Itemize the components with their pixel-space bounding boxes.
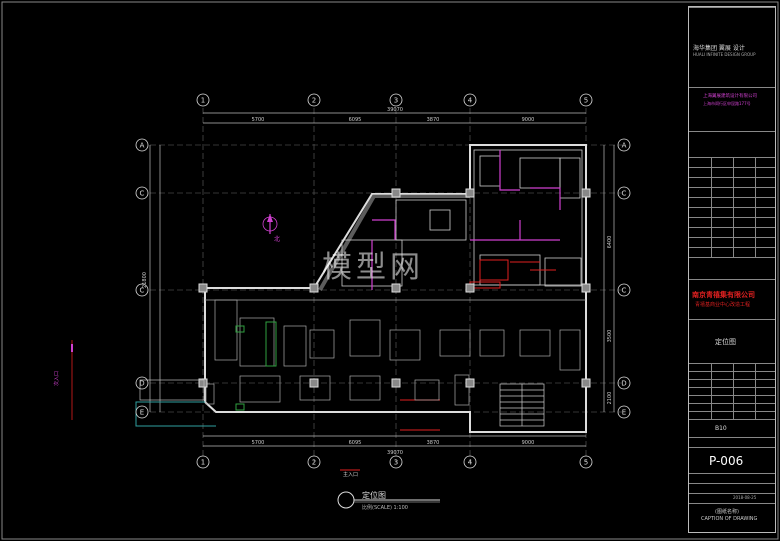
north-arrow: 北	[262, 214, 280, 243]
grid-bubble-right-label: C	[622, 190, 627, 198]
drawing-number: P-006	[709, 454, 744, 468]
svg-text:北: 北	[274, 235, 280, 243]
grid-bubble-left-label: C	[140, 287, 145, 295]
svg-text:5700: 5700	[252, 440, 265, 446]
dining-floor	[205, 299, 586, 406]
grid-bubble-right-label: C	[622, 287, 627, 295]
grid-bubble-bottom-label: 4	[468, 459, 473, 467]
project-name: 青禧基商业中心改造工程	[695, 302, 751, 308]
grid-bubble-top	[579, 93, 593, 107]
grid-bubble-bottom-label: 3	[394, 459, 398, 467]
grid-bubble-right	[617, 283, 631, 297]
grid-bubble-top-label: 3	[394, 97, 398, 105]
grid-bubble-top	[389, 93, 403, 107]
caption-en: CAPTION OF DRAWING	[701, 516, 758, 522]
grid-bubble-right	[617, 376, 631, 390]
client-name: 南京青禧集有限公司	[692, 291, 755, 299]
svg-text:主入口: 主入口	[343, 471, 358, 478]
grid-bubble-top	[463, 93, 477, 107]
grid-bubble-left	[135, 405, 149, 419]
stair	[499, 383, 545, 427]
title-block: 海华集团 翼展 设计 HUALI INFINITE DESIGN GROUP 上…	[688, 6, 776, 533]
grid-bubble-bottom	[196, 455, 210, 469]
entry-marker: 主入口	[340, 469, 360, 478]
grid-bubble-left-label: A	[140, 142, 145, 150]
grid-bubble-bottom	[579, 455, 593, 469]
grid-bubble-left	[135, 186, 149, 200]
grid-bubble-top-label: 1	[201, 97, 205, 105]
svg-text:3870: 3870	[427, 440, 440, 446]
grid-bubble-bottom-label: 5	[584, 459, 588, 467]
sheet-name: 定位图	[715, 338, 736, 346]
grid-bubble-right-label: E	[622, 409, 626, 417]
green-fixtures	[235, 321, 277, 411]
svg-text:3500: 3500	[607, 330, 613, 343]
svg-text:39070: 39070	[387, 450, 403, 456]
drawing-title: 定位图 比例(SCALE) 1:100	[337, 490, 440, 511]
dimension-lines	[149, 112, 615, 447]
svg-text:6095: 6095	[349, 117, 362, 123]
grid-bubbles-top: 1 2 3 4 5	[196, 93, 593, 107]
grid-bubbles-right: A C C D E	[617, 138, 631, 419]
grid-bubble-left	[135, 138, 149, 152]
grid-bubble-right-label: D	[621, 380, 626, 388]
caption-cn: (图纸名称)	[715, 509, 739, 515]
watermark: 模型网	[322, 250, 424, 285]
svg-text:次入口: 次入口	[53, 371, 60, 386]
grid-bubble-left	[135, 376, 149, 390]
address: 上海市闵行区申昆路177号	[703, 101, 751, 106]
branch-name: 上海翼展建筑设计有限公司	[703, 94, 757, 99]
svg-text:9000: 9000	[522, 440, 535, 446]
grid-bubble-bottom	[389, 455, 403, 469]
side-entry-marker: 次入口	[53, 340, 73, 420]
dimension-text: 5700 6095 3870 9000 39070 5700 6095 3870…	[142, 107, 613, 456]
grid-bubble-right-label: A	[622, 142, 627, 150]
columns	[198, 188, 591, 388]
svg-text:5700: 5700	[252, 117, 265, 123]
grid-bubble-bottom	[307, 455, 321, 469]
grid-bubble-left	[135, 283, 149, 297]
grid-bubble-bottom-label: 2	[312, 459, 316, 467]
grid-bubble-bottom	[463, 455, 477, 469]
grid-bubble-right	[617, 186, 631, 200]
grid-bubble-bottom-label: 1	[201, 459, 205, 467]
svg-text:39070: 39070	[387, 107, 403, 113]
partition-walls	[371, 150, 561, 290]
grid-bubble-top-label: 2	[312, 97, 316, 105]
grid-bubble-top-label: 4	[468, 97, 473, 105]
grid-bubble-top-label: 5	[584, 97, 588, 105]
grid-bubble-left-label: E	[140, 409, 144, 417]
revision-date: 2018-08-25	[733, 495, 757, 500]
svg-text:9000: 9000	[522, 117, 535, 123]
firm-name-en: HUALI INFINITE DESIGN GROUP	[693, 52, 756, 57]
grid-bubble-top	[196, 93, 210, 107]
grid-bubble-right	[617, 138, 631, 152]
sheet-code: B10	[715, 425, 727, 432]
svg-text:2100: 2100	[607, 392, 613, 405]
svg-text:定位图: 定位图	[362, 490, 386, 500]
grid-bubble-right	[617, 405, 631, 419]
grid-bubbles-left: A C C D E	[135, 138, 149, 419]
firm-name: 海华集团 翼展 设计	[693, 45, 745, 52]
svg-text:6095: 6095	[349, 440, 362, 446]
svg-text:21800: 21800	[142, 272, 148, 288]
svg-text:6400: 6400	[607, 236, 613, 249]
svg-text:比例(SCALE) 1:100: 比例(SCALE) 1:100	[362, 504, 408, 511]
grid-bubble-left-label: C	[140, 190, 145, 198]
svg-text:3870: 3870	[427, 117, 440, 123]
grid-bubble-left-label: D	[139, 380, 144, 388]
grid-bubbles-bottom: 1 2 3 4 5	[196, 455, 593, 469]
grid-bubble-top	[307, 93, 321, 107]
